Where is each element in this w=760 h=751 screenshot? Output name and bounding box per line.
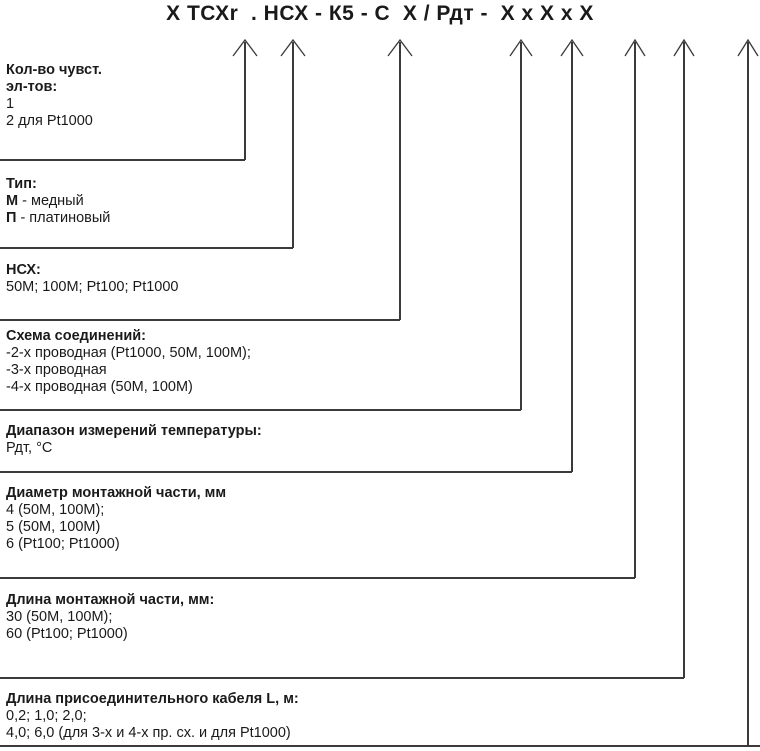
block-connection-scheme: Схема соединений: -2-х проводная (Pt1000… — [0, 328, 251, 396]
arrowhead-4 — [509, 38, 533, 57]
block-title: Диаметр монтажной части, мм — [6, 485, 227, 501]
block-line: 60 (Pt100; Pt1000) — [6, 626, 128, 642]
block-connection-cable-length: Длина присоединительного кабеля L, м: 0,… — [0, 691, 299, 742]
arrowhead-8 — [737, 38, 759, 57]
type-code-m: М — [6, 193, 19, 209]
block-title: Кол-во чувст. эл-тов: — [6, 62, 102, 95]
arrowhead-7 — [673, 38, 695, 57]
block-sensing-elements-count: Кол-во чувст. эл-тов: 1 2 для Pt1000 — [0, 62, 102, 130]
block-line: 6 (Pt100; Pt1000) — [6, 536, 120, 552]
arrowhead-2 — [280, 38, 306, 57]
arrowhead-1 — [232, 38, 258, 57]
type-code-p: П — [6, 210, 17, 226]
block-line: Рдт, °С — [6, 440, 53, 456]
block-title: Длина присоединительного кабеля L, м: — [6, 691, 299, 707]
block-line: М - медный — [6, 193, 110, 210]
block-temperature-measurement-range: Диапазон измерений температуры: Рдт, °С — [0, 423, 262, 457]
block-line: -4-х проводная (50М, 100М) — [6, 379, 193, 395]
arrowhead-3 — [387, 38, 413, 57]
block-line: 5 (50М, 100М) — [6, 519, 101, 535]
block-title: Диапазон измерений температуры: — [6, 423, 262, 439]
type-desc-p: - платиновый — [16, 210, 111, 226]
block-mounting-part-length: Длина монтажной части, мм: 30 (50М, 100М… — [0, 592, 214, 643]
block-title: Длина монтажной части, мм: — [6, 592, 215, 608]
block-line: 2 для Pt1000 — [6, 113, 93, 129]
block-line: -2-х проводная (Pt1000, 50М, 100М); — [6, 345, 251, 361]
block-line: 0,2; 1,0; 2,0; — [6, 708, 87, 724]
block-type: Тип: М - медный П - платиновый — [0, 176, 110, 227]
block-line: 50М; 100М; Pt100; Pt1000 — [6, 279, 179, 295]
block-title: Схема соединений: — [6, 328, 147, 344]
block-line: 1 — [6, 96, 15, 112]
arrowhead-6 — [624, 38, 646, 57]
block-nsh-characteristic: НСХ: 50М; 100М; Pt100; Pt1000 — [0, 262, 179, 296]
arrowhead-5 — [560, 38, 584, 57]
block-mounting-part-diameter: Диаметр монтажной части, мм 4 (50М, 100М… — [0, 485, 226, 553]
block-line: -3-х проводная — [6, 362, 107, 378]
block-title: Тип: — [6, 176, 37, 192]
block-title: НСХ: — [6, 262, 41, 278]
block-line: 30 (50М, 100М); — [6, 609, 113, 625]
product-designation-formula: X ТСХr . НСХ - К5 - С X / Рдт - X x X x … — [166, 2, 594, 25]
block-line: 4 (50М, 100М); — [6, 502, 105, 518]
block-line: П - платиновый — [6, 210, 110, 227]
type-desc-m: - медный — [18, 193, 84, 209]
block-line: 4,0; 6,0 (для 3-х и 4-х пр. сх. и для Pt… — [6, 725, 291, 741]
